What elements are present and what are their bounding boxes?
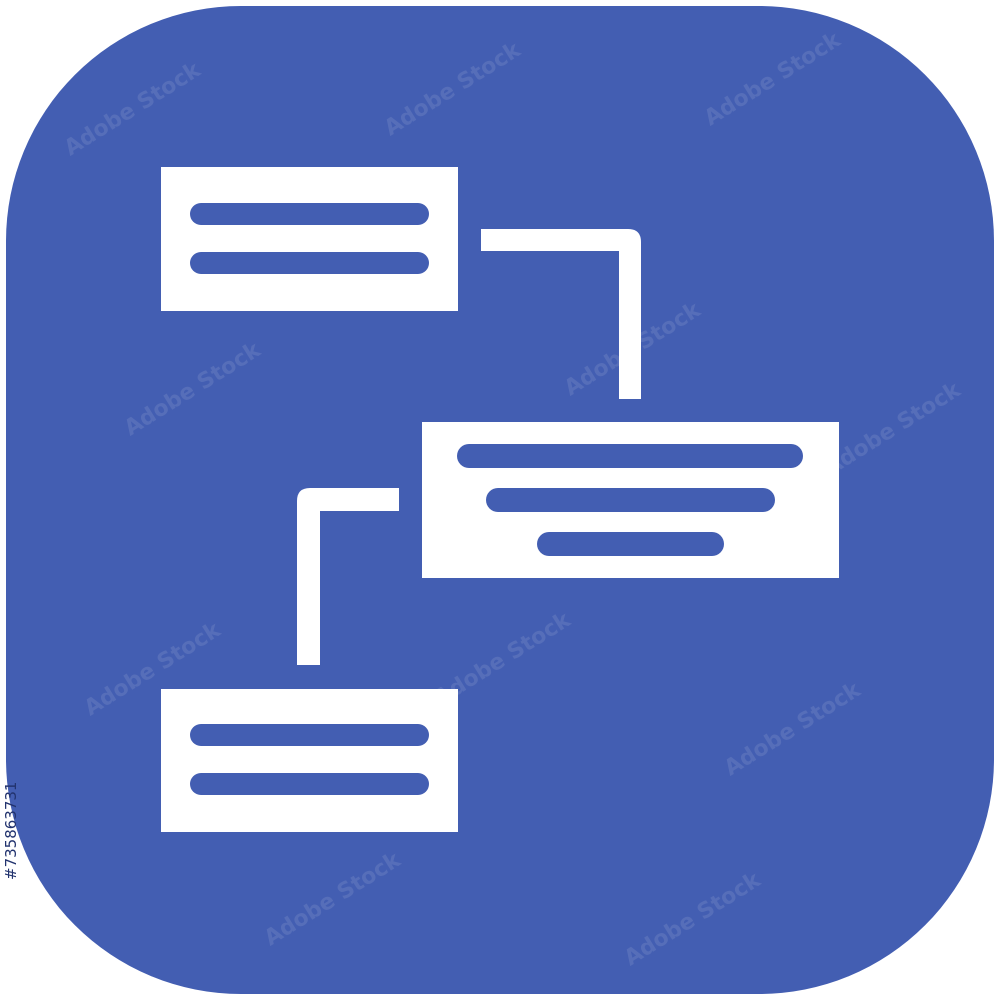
node-box (161, 167, 458, 311)
node-text-line (190, 724, 429, 746)
node-box (161, 689, 458, 832)
node-text-line (190, 252, 429, 274)
node-text-line (190, 203, 429, 225)
node-text-line (486, 488, 775, 512)
bottom-left-node (161, 689, 458, 832)
top-left-node (161, 167, 458, 311)
middle-right-node (422, 422, 839, 578)
node-text-line (190, 773, 429, 795)
stock-id-label: #735863731 (2, 781, 20, 880)
connector-top-to-middle (481, 229, 641, 399)
node-text-line (537, 532, 724, 556)
node-text-line (457, 444, 803, 468)
connector-middle-to-bottom (297, 488, 399, 665)
